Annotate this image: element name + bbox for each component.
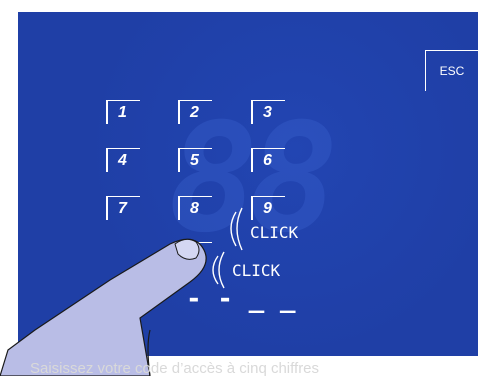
instruction-text: Saisissez votre code d’accès à cinq chif… <box>30 360 319 377</box>
click-label-1: CLICK <box>250 223 299 242</box>
finger <box>0 239 206 376</box>
click-label-2: CLICK <box>232 261 281 280</box>
